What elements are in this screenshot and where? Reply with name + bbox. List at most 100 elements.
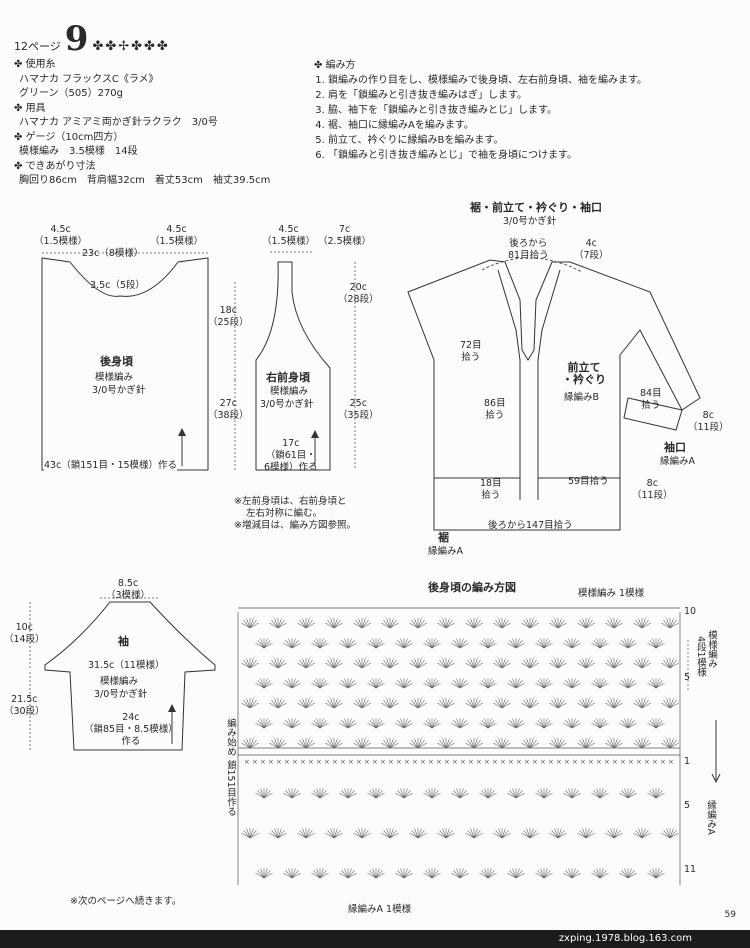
side-repeat-label: 4段1模様 xyxy=(695,636,706,677)
crochet-fan-stitches: ××××××××××××××××××××××××××××××××××××××××… xyxy=(241,618,679,879)
svg-text:×: × xyxy=(404,758,410,766)
method-step: 鎖編みの作り目をし、模様編みで後身頃、左右前身頃、袖を編みます。 xyxy=(328,73,744,88)
svg-text:×: × xyxy=(388,758,394,766)
chart-bottom-repeat: 縁編みA 1模様 xyxy=(348,904,412,915)
sleeve-title: 袖 xyxy=(118,635,129,648)
crochet-chart-grid xyxy=(237,607,689,885)
svg-text:×: × xyxy=(572,758,578,766)
sleeve-body-height: 21.5c（30段） xyxy=(4,694,45,717)
svg-text:×: × xyxy=(268,758,274,766)
hem-height: 8c（11段） xyxy=(632,478,673,501)
svg-text:×: × xyxy=(420,758,426,766)
back-height-bottom: 27c（38段） xyxy=(208,398,249,421)
svg-text:×: × xyxy=(660,758,666,766)
svg-text:×: × xyxy=(588,758,594,766)
hem-title: 裾 xyxy=(438,531,449,544)
svg-text:×: × xyxy=(332,758,338,766)
svg-text:×: × xyxy=(516,758,522,766)
pickup-86: 86目拾う xyxy=(484,398,506,421)
svg-text:×: × xyxy=(284,758,290,766)
decorative-ornament: ✤✤✢✤✤✤ xyxy=(92,39,170,54)
svg-text:×: × xyxy=(252,758,258,766)
sleeve-outline xyxy=(44,601,216,751)
pickup-18: 18目拾う xyxy=(480,478,502,501)
continue-note: ※次のページへ続きます。 xyxy=(70,896,182,907)
sleeve-hook: 3/0号かぎ針 xyxy=(94,689,148,700)
yarn-line-2: グリーン（505）270g xyxy=(19,88,124,99)
svg-text:×: × xyxy=(372,758,378,766)
front-dimension-lines xyxy=(270,251,356,470)
svg-text:×: × xyxy=(540,758,546,766)
method-step: 脇、袖下を「鎖編みと引き抜き編みとじ」します。 xyxy=(328,103,744,118)
svg-text:×: × xyxy=(668,758,674,766)
svg-text:×: × xyxy=(644,758,650,766)
svg-text:×: × xyxy=(604,758,610,766)
sleeve-top-width: 8.5c（3模様） xyxy=(106,578,151,601)
chart-repeat: 模様編み 1模様 xyxy=(578,588,645,599)
sleeve-bottom: 24c（鎖85目・8.5模様）作る xyxy=(84,712,178,747)
svg-text:×: × xyxy=(300,758,306,766)
method-step: 裾、袖口に縁編みAを編みます。 xyxy=(328,118,744,133)
svg-text:×: × xyxy=(324,758,330,766)
svg-text:×: × xyxy=(428,758,434,766)
svg-text:×: × xyxy=(628,758,634,766)
front-notes: ※左前身頃は、右前身頃と左右対称に編む。※増減目は、編み方図参照。 xyxy=(234,496,356,531)
footer-bar: zxping.1978.blog.163.com xyxy=(0,930,750,948)
assembled-outline xyxy=(407,259,701,531)
svg-text:×: × xyxy=(652,758,658,766)
svg-text:×: × xyxy=(596,758,602,766)
pickup-59: 59目拾う xyxy=(568,476,609,487)
row-1: 1 xyxy=(684,756,691,767)
back-pattern: 模様編み xyxy=(95,372,134,383)
svg-text:×: × xyxy=(396,758,402,766)
method-step: 前立て、衿ぐりに縁編みBを編みます。 xyxy=(328,133,744,148)
chart-chain: 鎖151目作る xyxy=(225,760,236,817)
back-shoulder-right: 4.5c（1.5模様） xyxy=(150,224,204,247)
method-steps: 鎖編みの作り目をし、模様編みで後身頃、左右前身頃、袖を編みます。 肩を「鎖編みと… xyxy=(314,73,744,163)
svg-text:×: × xyxy=(620,758,626,766)
front-shoulder: 4.5c（1.5模様） xyxy=(262,224,316,247)
pattern-number: 9 xyxy=(64,19,89,59)
svg-text:×: × xyxy=(452,758,458,766)
page-header: 12ページ 9 ✤✤✢✤✤✤ xyxy=(14,19,170,59)
page-number: 59 xyxy=(724,910,736,920)
method-block: ✤ 編み方 鎖編みの作り目をし、模様編みで後身頃、左右前身頃、袖を編みます。 肩… xyxy=(314,58,744,163)
method-step: 「鎖編みと引き抜き編みとじ」で袖を身頃につけます。 xyxy=(328,148,744,163)
back-neck-depth: 3.5c（5段） xyxy=(90,280,145,291)
svg-text:×: × xyxy=(612,758,618,766)
yarn-line-1: ハマナカ フラックスC《ラメ》 xyxy=(19,73,159,85)
svg-text:×: × xyxy=(356,758,362,766)
back-pickup-147: 後ろから147目拾う xyxy=(488,520,573,531)
svg-text:×: × xyxy=(636,758,642,766)
sleeve-dimension-lines xyxy=(29,597,160,750)
svg-text:×: × xyxy=(412,758,418,766)
svg-text:×: × xyxy=(260,758,266,766)
svg-text:×: × xyxy=(364,758,370,766)
tools-heading: ✤ 用具 xyxy=(14,102,46,114)
band-width: 4c（7段） xyxy=(574,238,609,261)
back-bottom-width: 43c（鎖151目・15模様）作る xyxy=(44,460,178,472)
front-bottom-width: 17c（鎖61目・6模様）作る xyxy=(264,438,318,473)
svg-text:×: × xyxy=(348,758,354,766)
cuff-title: 袖口 xyxy=(664,441,686,454)
footer-url: zxping.1978.blog.163.com xyxy=(558,933,692,944)
assembly-title: 裾・前立て・衿ぐり・袖口 xyxy=(470,201,602,214)
chart-title: 後身頃の編み方図 xyxy=(428,581,516,594)
front-height-bottom: 25c（35段） xyxy=(338,398,379,421)
back-hook: 3/0号かぎ針 xyxy=(92,385,146,396)
materials-block: ✤ 使用糸 ハマナカ フラックスC《ラメ》 グリーン（505）270g ✤ 用具… xyxy=(14,58,314,189)
back-dimension-lines xyxy=(42,252,236,470)
pickup-lines xyxy=(481,257,583,273)
front-hook: 3/0号かぎ針 xyxy=(260,399,314,410)
back-shoulder-left: 4.5c（1.5模様） xyxy=(34,224,88,247)
edge-b-label: 縁編みB xyxy=(564,392,600,403)
gauge-heading: ✤ ゲージ（10cm四方） xyxy=(14,131,124,143)
sleeve-cap-height: 10c（14段） xyxy=(4,622,45,645)
yarn-heading: ✤ 使用糸 xyxy=(14,59,56,70)
svg-text:×: × xyxy=(556,758,562,766)
svg-text:×: × xyxy=(308,758,314,766)
svg-text:×: × xyxy=(316,758,322,766)
svg-text:×: × xyxy=(276,758,282,766)
front-height-top: 20c（28段） xyxy=(338,282,379,305)
row-11: 11 xyxy=(684,864,697,875)
